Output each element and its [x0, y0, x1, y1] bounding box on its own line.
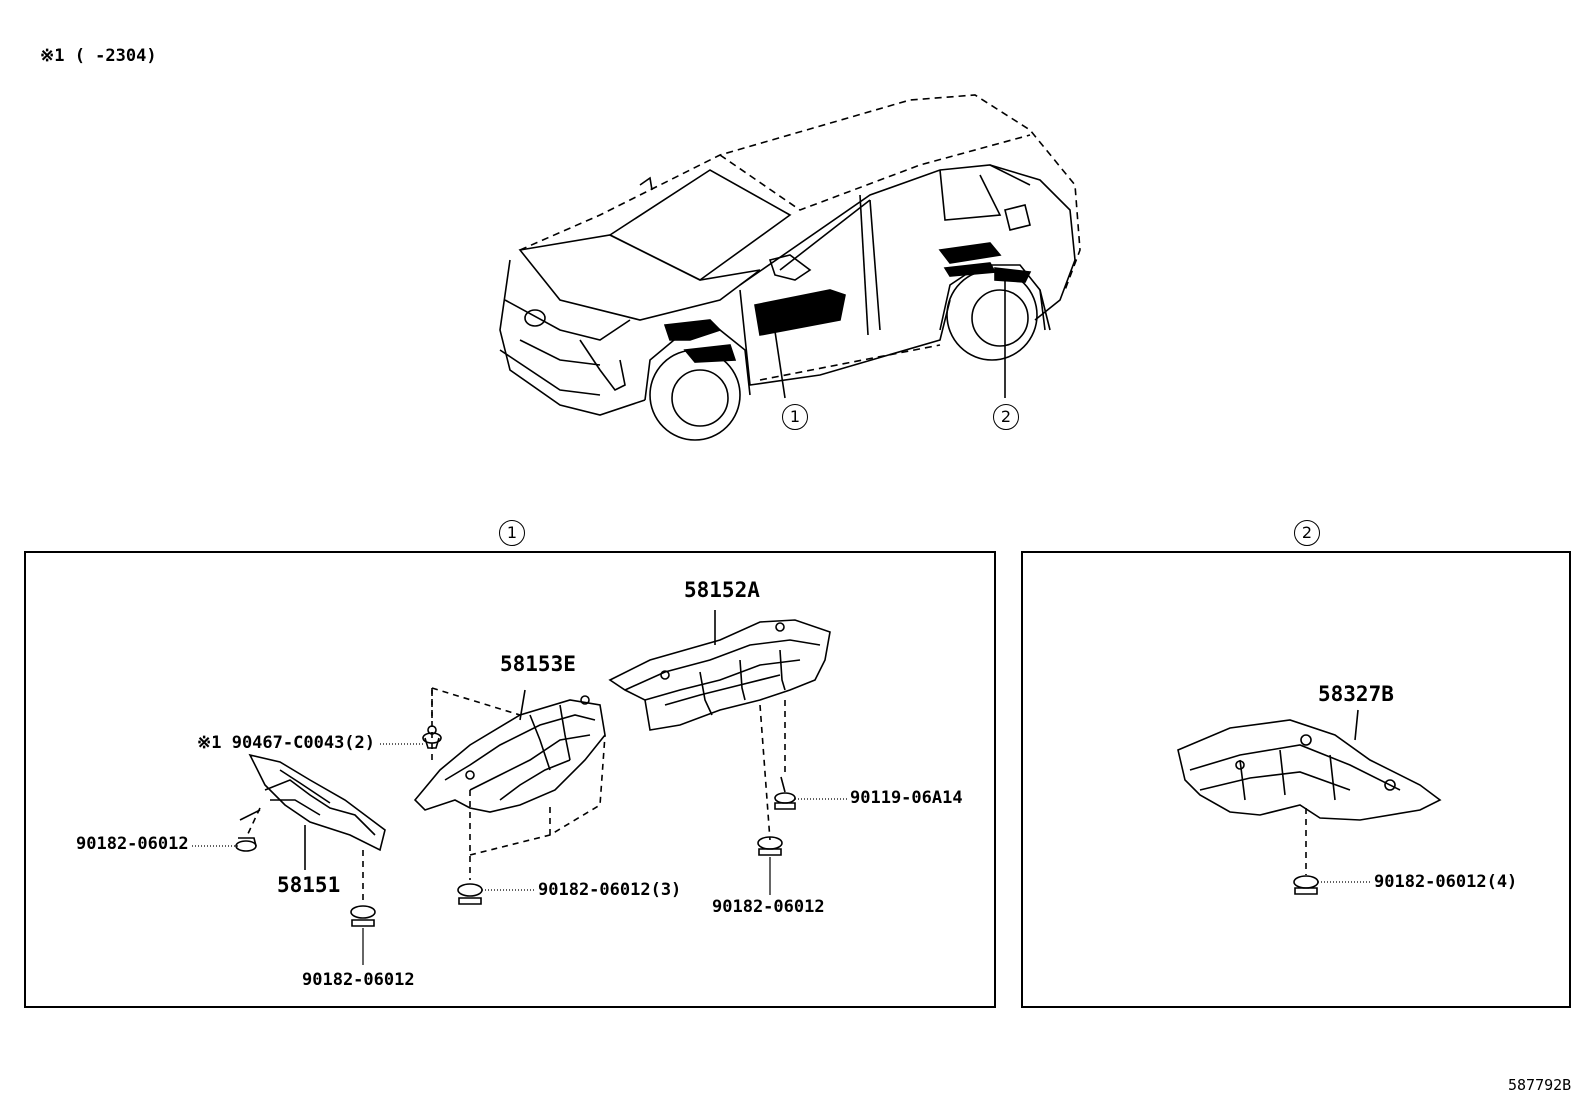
callout-2-panel: 2 [1294, 520, 1320, 546]
callout-1-vehicle: 1 [782, 404, 808, 430]
fastener-90182-mid-label: 90182-06012 [712, 897, 825, 917]
part-58153E-drawing [413, 689, 606, 813]
diagram-id: 587792B [1508, 1076, 1572, 1094]
footnote-label: ※1 ( -2304) [40, 46, 157, 66]
fastener-symbols [235, 725, 1319, 927]
part-58152A-label: 58152A [684, 578, 760, 602]
fastener-90182-3-label: 90182-06012(3) [538, 880, 682, 900]
part-58151-label: 58151 [277, 873, 341, 897]
part-58152A-drawing [608, 610, 831, 731]
fastener-90182-bottom-label: 90182-06012 [302, 970, 415, 990]
part-58151-drawing [239, 753, 386, 870]
fastener-90467-label: ※1 90467-C0043(2) [197, 733, 376, 753]
part-58153E-label: 58153E [500, 652, 576, 676]
part-58327B-label: 58327B [1318, 682, 1394, 706]
vehicle-illustration [499, 94, 1081, 441]
leader-lines [192, 743, 1372, 965]
part-58327B-drawing [1177, 709, 1442, 821]
callout-1-panel: 1 [499, 520, 525, 546]
fastener-90119-label: 90119-06A14 [850, 788, 963, 808]
panel-2-border [1021, 551, 1571, 1008]
fastener-90182-left-label: 90182-06012 [76, 834, 189, 854]
assembly-dashed-lines [245, 687, 1307, 905]
callout-2-vehicle: 2 [993, 404, 1019, 430]
panel-1-border [24, 551, 996, 1008]
fastener-90182-4-label: 90182-06012(4) [1374, 872, 1518, 892]
